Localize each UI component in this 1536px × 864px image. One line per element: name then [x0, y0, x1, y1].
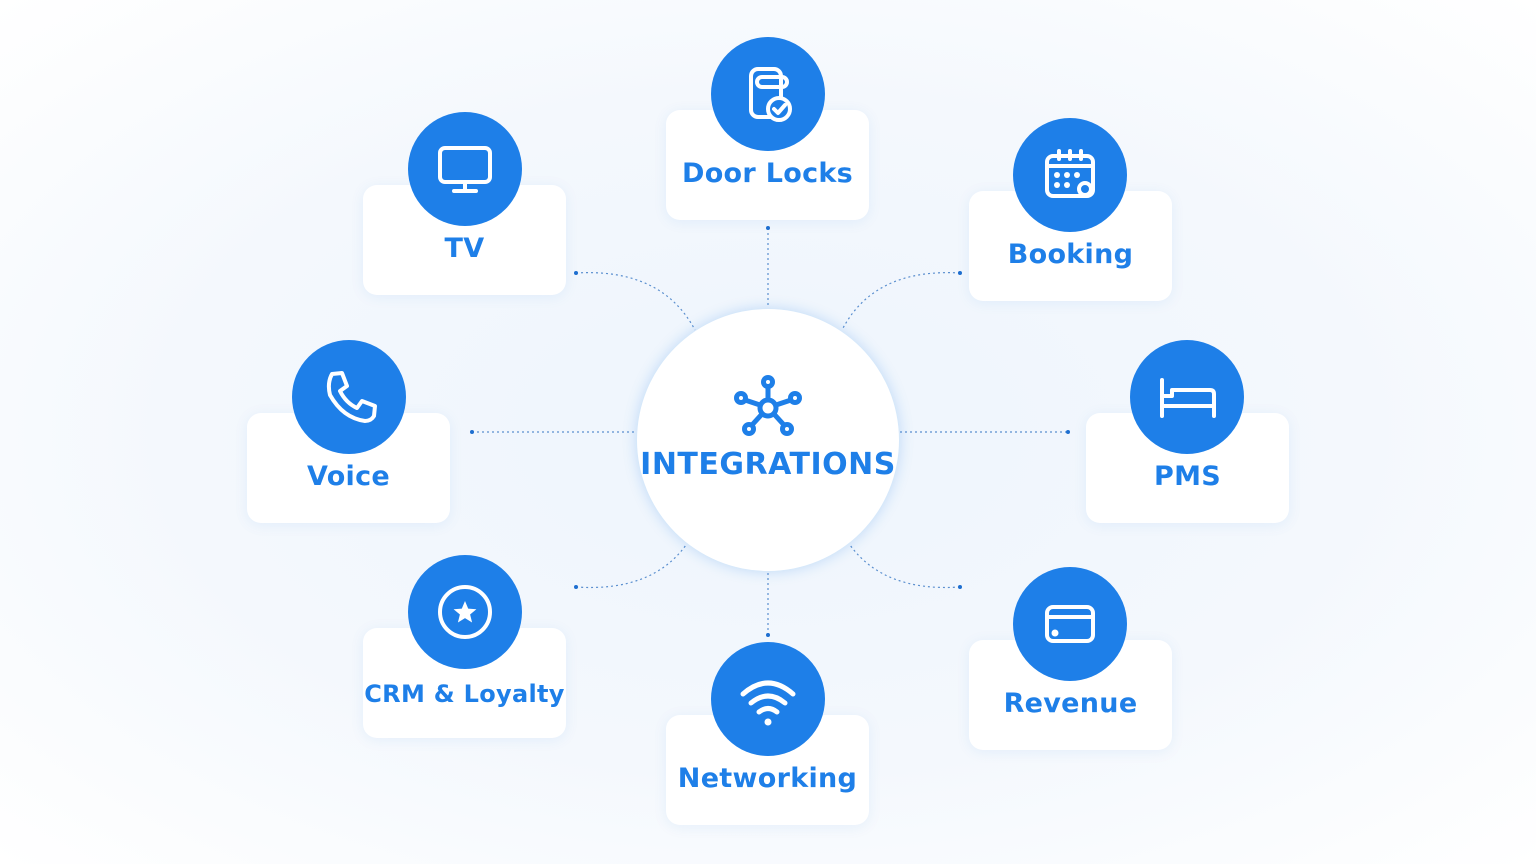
connector-tv — [575, 272, 696, 331]
node-label: PMS — [1153, 461, 1221, 492]
node-pms[interactable]: PMS — [1086, 413, 1289, 523]
node-label: Revenue — [1003, 688, 1138, 719]
card-icon — [1013, 567, 1127, 681]
wifi-icon — [711, 642, 825, 756]
node-label: Booking — [1007, 239, 1134, 270]
node-label: Networking — [677, 763, 858, 794]
connector-revenue — [849, 544, 961, 589]
tv-icon — [408, 112, 522, 226]
node-revenue[interactable]: Revenue — [969, 640, 1172, 750]
star-badge-icon — [408, 555, 522, 669]
node-label: TV — [444, 233, 485, 264]
door-lock-icon — [711, 37, 825, 151]
network-hub-icon — [734, 375, 802, 436]
node-label: CRM & Loyalty — [364, 680, 565, 708]
node-label: Voice — [306, 461, 391, 492]
phone-icon — [292, 340, 406, 454]
hub-title: INTEGRATIONS — [640, 447, 896, 482]
integrations-hub: INTEGRATIONS — [637, 309, 899, 571]
connector-crm — [575, 544, 687, 589]
node-door-locks[interactable]: Door Locks — [666, 110, 869, 220]
connector-booking — [841, 272, 961, 331]
bed-icon — [1130, 340, 1244, 454]
node-label: Door Locks — [681, 158, 853, 189]
calendar-icon — [1013, 118, 1127, 232]
